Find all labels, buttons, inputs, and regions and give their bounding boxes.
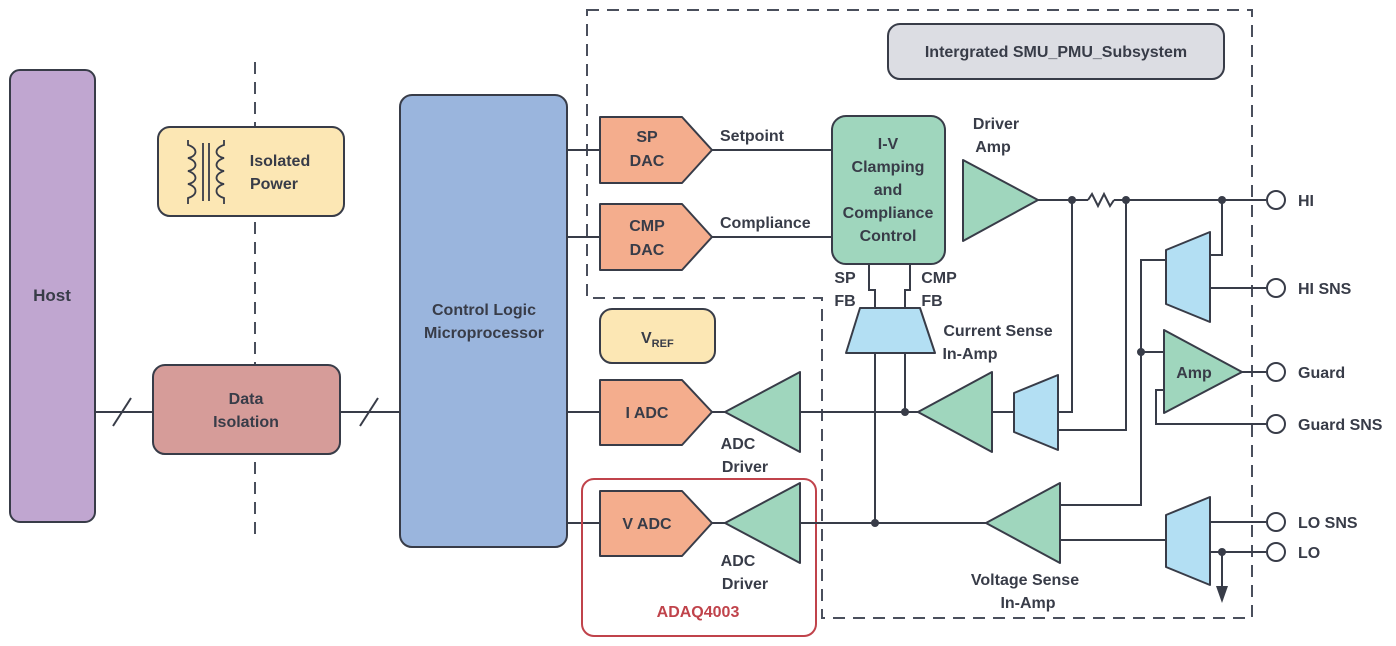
node-dot-guard-in (1137, 348, 1145, 356)
terminal-lo-sns-label: LO SNS (1298, 515, 1358, 532)
driver-amp (962, 159, 1039, 242)
cmp-dac-block (599, 203, 713, 271)
voltage-sense-inamp (985, 482, 1061, 564)
cmp-fb-label-1: CMP (921, 270, 957, 287)
data-isolation-label-2: Isolation (213, 414, 279, 431)
terminal-guard-label: Guard (1298, 365, 1345, 382)
terminal-guard-sns (1266, 414, 1286, 434)
cmp-fb-label-2: FB (921, 293, 942, 310)
clamp-label-4: Compliance (843, 205, 934, 222)
cmp-dac-label-1: CMP (629, 218, 665, 235)
lo-sns-mux (1165, 496, 1211, 586)
voltage-sense-label-1: Voltage Sense (971, 572, 1079, 589)
current-sense-inamp (917, 371, 993, 453)
terminal-guard-sns-label: Guard SNS (1298, 417, 1383, 434)
terminal-hi-sns (1266, 278, 1286, 298)
terminal-hi (1266, 190, 1286, 210)
clamp-label-1: I-V (878, 136, 899, 153)
adc-driver-top-label-1: ADC (721, 436, 756, 453)
subsystem-title: Intergrated SMU_PMU_Subsystem (925, 44, 1187, 61)
vref-block (599, 308, 716, 364)
subsystem-boundary (586, 9, 1253, 619)
control-logic-block (399, 94, 568, 548)
driver-amp-label-2: Amp (975, 139, 1011, 156)
current-sense-label-1: Current Sense (943, 323, 1052, 340)
vref-label: VREF (641, 330, 674, 350)
sense-resistor (1087, 191, 1115, 209)
i-adc-block (599, 379, 713, 446)
v-adc-label: V ADC (622, 516, 672, 533)
sp-dac-block (599, 116, 713, 184)
bus-slash-right (359, 397, 379, 427)
hi-sns-mux (1165, 231, 1211, 323)
terminal-lo (1266, 542, 1286, 562)
data-isolation-label-1: Data (229, 391, 264, 408)
compliance-label: Compliance (720, 215, 811, 232)
host-label: Host (33, 286, 71, 305)
vref-subscript: REF (652, 338, 674, 350)
control-logic-label-1: Control Logic (432, 302, 536, 319)
sp-dac-label-1: SP (636, 129, 658, 146)
guard-amp (1163, 329, 1243, 414)
adc-driver-bottom (724, 482, 801, 564)
cmp-dac-label-2: DAC (630, 242, 665, 259)
sp-fb-label-1: SP (834, 270, 856, 287)
adc-driver-top-label-2: Driver (722, 459, 768, 476)
guard-amp-label: Amp (1176, 365, 1212, 382)
sp-fb-label-2: FB (834, 293, 855, 310)
adaq4003-box (581, 478, 817, 637)
current-sense-label-2: In-Amp (942, 346, 997, 363)
host-block (9, 69, 96, 523)
terminal-lo-label: LO (1298, 545, 1320, 562)
sp-dac-label-2: DAC (630, 153, 665, 170)
setpoint-label: Setpoint (720, 128, 785, 145)
node-dot-isense (901, 408, 909, 416)
driver-amp-label-1: Driver (973, 116, 1019, 133)
clamp-label-3: and (874, 182, 902, 199)
v-adc-block (599, 490, 713, 557)
adc-driver-bottom-label-2: Driver (722, 576, 768, 593)
transformer-icon (187, 140, 225, 204)
feedback-mux (845, 307, 936, 354)
terminal-lo-sns (1266, 512, 1286, 532)
adaq4003-label: ADAQ4003 (657, 604, 740, 621)
terminal-guard (1266, 362, 1286, 382)
control-logic-label-2: Microprocessor (424, 325, 544, 342)
clamp-label-2: Clamping (852, 159, 925, 176)
isolated-power-block (157, 126, 345, 217)
node-dot-vsense (871, 519, 879, 527)
adc-driver-bottom-label-1: ADC (721, 553, 756, 570)
isolated-power-label-1: Isolated (250, 153, 310, 170)
isolated-power-label-2: Power (250, 176, 298, 193)
terminal-hi-label: HI (1298, 193, 1314, 210)
terminal-hi-sns-label: HI SNS (1298, 281, 1352, 298)
current-sense-mux (1013, 374, 1059, 451)
ground-arrow (1216, 586, 1228, 603)
subsystem-title-box (887, 23, 1225, 80)
clamp-block (831, 115, 946, 265)
clamp-label-5: Control (860, 228, 917, 245)
voltage-sense-label-2: In-Amp (1000, 595, 1055, 612)
i-adc-label: I ADC (626, 405, 669, 422)
data-isolation-block (152, 364, 341, 455)
bus-slash-left (112, 397, 132, 427)
